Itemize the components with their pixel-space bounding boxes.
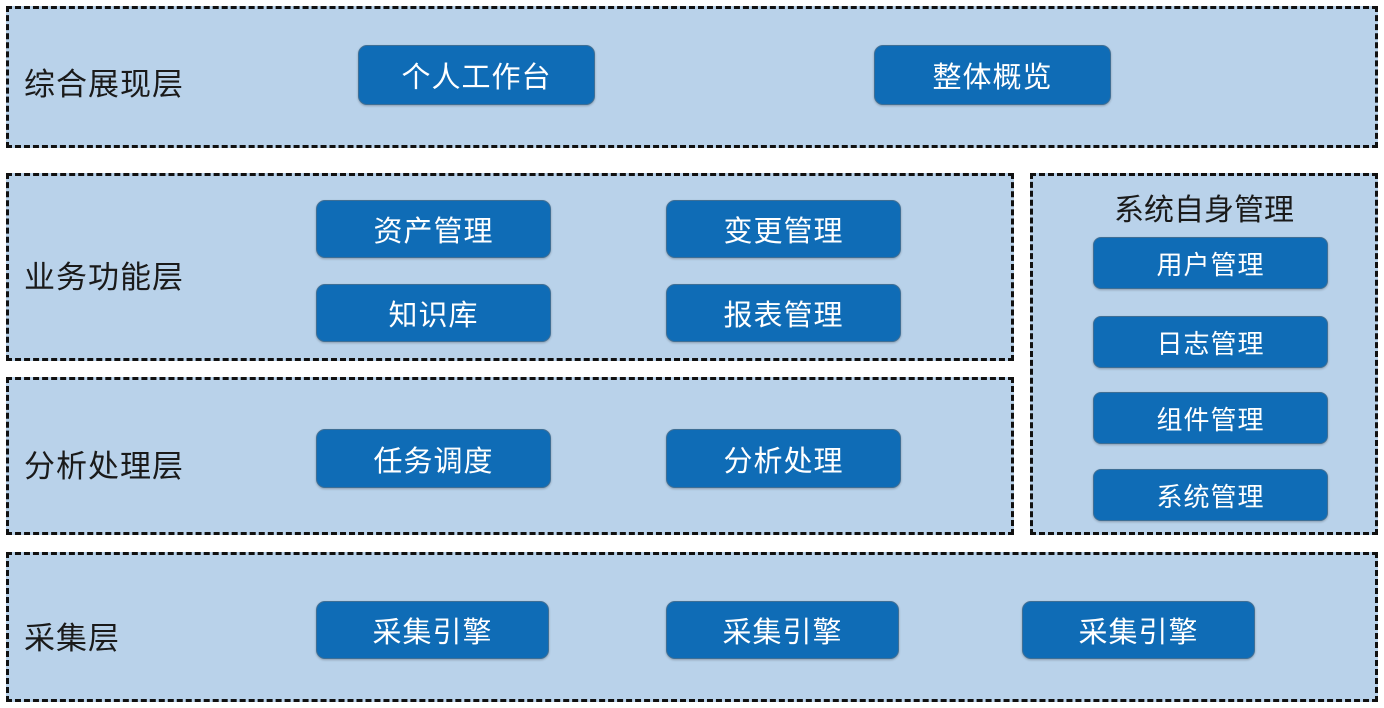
node-overall-overview[interactable]: 整体概览 bbox=[874, 45, 1111, 105]
node-system-management[interactable]: 系统管理 bbox=[1093, 469, 1328, 521]
layer-label-analysis: 分析处理层 bbox=[24, 449, 184, 485]
layer-label-business: 业务功能层 bbox=[24, 260, 184, 296]
node-collection-engine-1[interactable]: 采集引擎 bbox=[316, 601, 549, 659]
node-change-management[interactable]: 变更管理 bbox=[666, 200, 901, 258]
layer-panel-presentation bbox=[6, 6, 1378, 148]
system-management-title: 系统自身管理 bbox=[1114, 193, 1294, 228]
layer-label-collection: 采集层 bbox=[24, 621, 120, 657]
node-log-management[interactable]: 日志管理 bbox=[1093, 316, 1328, 368]
node-collection-engine-2[interactable]: 采集引擎 bbox=[666, 601, 899, 659]
node-personal-workbench[interactable]: 个人工作台 bbox=[358, 45, 595, 105]
node-knowledge-base[interactable]: 知识库 bbox=[316, 284, 551, 342]
layer-label-presentation: 综合展现层 bbox=[24, 67, 184, 103]
node-report-management[interactable]: 报表管理 bbox=[666, 284, 901, 342]
node-asset-management[interactable]: 资产管理 bbox=[316, 200, 551, 258]
node-collection-engine-3[interactable]: 采集引擎 bbox=[1022, 601, 1255, 659]
node-user-management[interactable]: 用户管理 bbox=[1093, 237, 1328, 289]
node-analysis-processing[interactable]: 分析处理 bbox=[666, 429, 901, 488]
node-component-management[interactable]: 组件管理 bbox=[1093, 392, 1328, 444]
node-task-scheduling[interactable]: 任务调度 bbox=[316, 429, 551, 488]
